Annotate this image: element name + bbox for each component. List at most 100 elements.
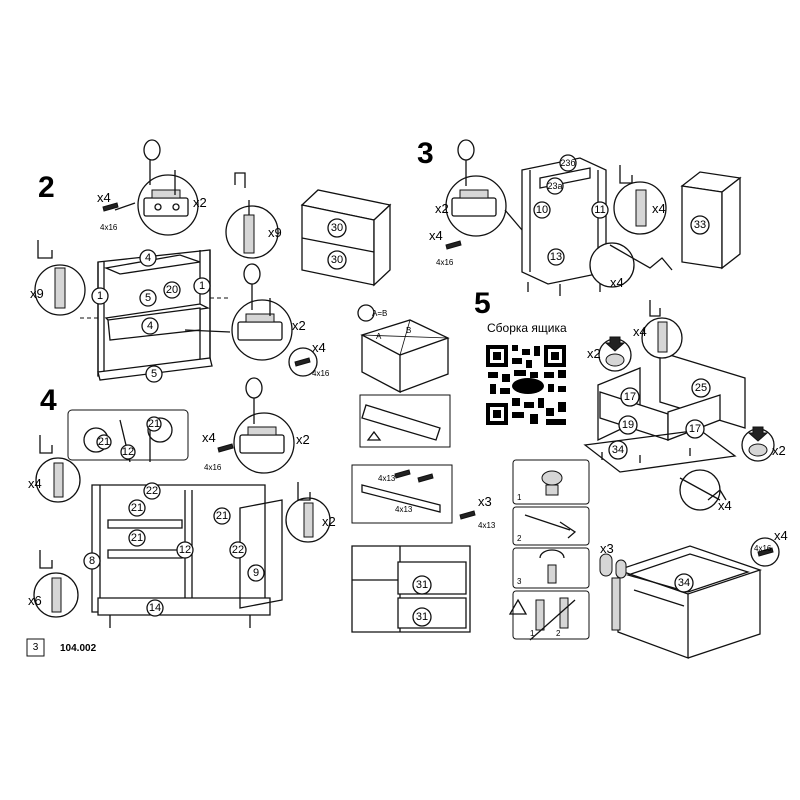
svg-text:4: 4 — [145, 252, 151, 264]
svg-text:34: 34 — [612, 444, 624, 456]
qty-s2-x4-mid: x4 — [312, 340, 326, 355]
confirmat-detail-s5-top — [641, 300, 683, 359]
hinge-detail-mid — [184, 263, 293, 361]
qty-s4-x4-top: x4 — [202, 430, 216, 445]
svg-text:13: 13 — [550, 251, 562, 263]
runner-box — [351, 464, 453, 524]
page-number: 3 — [33, 642, 39, 653]
svg-text:4: 4 — [147, 320, 153, 332]
drawer-stack-preview — [300, 189, 392, 287]
svg-text:21: 21 — [148, 418, 160, 430]
part-label: 21 — [96, 434, 112, 450]
cam-lock-steps — [508, 459, 590, 641]
cabinet-33-preview — [680, 171, 742, 270]
svg-text:1: 1 — [199, 280, 205, 292]
part-label: 30 — [327, 250, 347, 270]
screw-size-rail-c: 4x13 — [478, 521, 496, 530]
step-number-4: 4 — [40, 384, 57, 417]
screw-icon — [459, 510, 476, 520]
qty-s2-x2-mid: x2 — [292, 318, 306, 333]
part-label: 12 — [176, 541, 194, 559]
screw-size-s3-a: 4x16 — [436, 258, 454, 267]
svg-text:5: 5 — [145, 292, 151, 304]
measure-b: B — [406, 326, 411, 335]
screw-size-rail-a: 4x13 — [378, 474, 396, 483]
back-panel-nailing — [359, 394, 451, 448]
confirmat-detail-s4-right — [285, 482, 331, 543]
svg-text:23б: 23б — [560, 158, 575, 168]
diagonal-measure-box — [357, 304, 450, 394]
svg-text:21: 21 — [131, 502, 143, 514]
screw-circle-s5 — [750, 537, 780, 567]
part-label: 5 — [145, 365, 163, 383]
svg-text:33: 33 — [694, 219, 706, 231]
part-label: 19 — [618, 415, 638, 435]
screw-icon — [445, 240, 462, 250]
svg-text:22: 22 — [232, 544, 244, 556]
drawer-assembly-title: Сборка ящика — [487, 321, 567, 335]
qty-rail-x3: x3 — [478, 494, 492, 509]
svg-text:25: 25 — [695, 382, 707, 394]
part-label: 34 — [674, 573, 694, 593]
screw-size-s2-b: 4x16 — [312, 369, 330, 378]
screw-icon — [217, 443, 234, 453]
svg-text:34: 34 — [678, 577, 690, 589]
svg-text:12: 12 — [122, 446, 134, 458]
qty-s5-x2-left: x2 — [587, 346, 601, 361]
hinge-detail-s3 — [445, 139, 523, 237]
step4-carcass — [91, 484, 283, 628]
part-label: 31 — [412, 575, 432, 595]
svg-text:21: 21 — [216, 510, 228, 522]
svg-text:21: 21 — [98, 436, 110, 448]
part-label: 10 — [533, 201, 551, 219]
step-number-3: 3 — [417, 137, 434, 170]
svg-text:10: 10 — [536, 204, 548, 216]
qty-s3-x2: x2 — [435, 201, 449, 216]
qty-s4-x2-right: x2 — [322, 514, 336, 529]
part-label: 21 — [146, 416, 162, 432]
qty-s2-x9-right: x9 — [268, 225, 282, 240]
svg-text:23а: 23а — [547, 181, 562, 191]
part-label: 25 — [691, 378, 711, 398]
qty-s5-x4-top: x4 — [633, 324, 647, 339]
qty-s5-x4-mid: x4 — [718, 498, 732, 513]
hinge-detail-s4 — [233, 377, 295, 474]
part-label: 13 — [547, 248, 565, 266]
step-number-5: 5 — [474, 287, 491, 320]
part-label: 23б — [559, 154, 577, 172]
part-label: 4 — [141, 317, 159, 335]
part-label: 1 — [193, 277, 211, 295]
part-label: 17 — [685, 419, 705, 439]
qr-code[interactable] — [486, 345, 566, 425]
confirmat-detail-s4-left — [35, 435, 81, 503]
part-label: 12 — [120, 444, 136, 460]
part-label: 9 — [247, 564, 265, 582]
hinge-detail-top — [114, 139, 199, 236]
qty-s2-x4: x4 — [97, 190, 111, 205]
qty-s5-x2-right: x2 — [772, 443, 786, 458]
svg-text:9: 9 — [253, 567, 259, 579]
part-label: 20 — [163, 281, 181, 299]
document-code: 104.002 — [60, 643, 97, 654]
screw-size-s5-a: 4x16 — [754, 544, 772, 553]
small-screw-circle — [288, 347, 318, 377]
confirmat-detail-s3-right — [613, 165, 667, 235]
part-label: 22 — [229, 541, 247, 559]
part-label: 14 — [146, 599, 164, 617]
qty-s4-x6: x6 — [28, 593, 42, 608]
qty-s5-x3: x3 — [600, 541, 614, 556]
part-label: 21 — [128, 499, 146, 517]
svg-text:21: 21 — [131, 532, 143, 544]
part-label: 23а — [546, 177, 564, 195]
qty-s3-x4-right: x4 — [652, 201, 666, 216]
part-label: 33 — [690, 215, 710, 235]
part-label: 22 — [143, 482, 161, 500]
part-label: 31 — [412, 607, 432, 627]
part-label: 11 — [591, 201, 609, 219]
svg-text:8: 8 — [89, 555, 95, 567]
part-label: 17 — [620, 387, 640, 407]
qty-s4-x4-left: x4 — [28, 476, 42, 491]
confirmat-detail-left — [34, 240, 86, 316]
qty-s5-x4-bottom: x4 — [774, 528, 788, 543]
substep-3: 3 — [517, 577, 522, 586]
